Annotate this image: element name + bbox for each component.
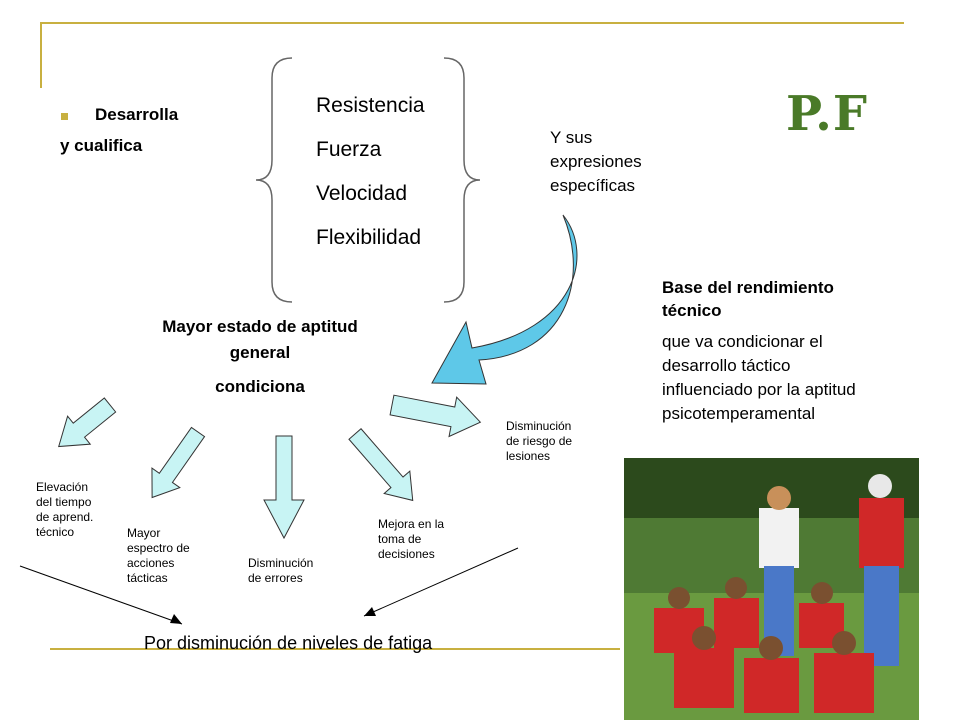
quality-item: Fuerza <box>316 138 382 161</box>
football-team-photo <box>624 458 919 720</box>
right-brace <box>443 57 481 303</box>
left-brace <box>255 57 293 303</box>
curved-arrow <box>431 214 578 385</box>
arrow-left-far <box>58 397 117 448</box>
top-rule <box>40 22 904 24</box>
bottom-rule <box>50 648 620 650</box>
quality-item: Velocidad <box>316 182 408 205</box>
arrow-left-near <box>151 426 206 499</box>
expressions-text: Y sus expresiones específicas <box>550 128 642 195</box>
page-title: P.F <box>786 86 868 142</box>
left-rule <box>40 22 42 88</box>
quality-item: Resistencia <box>316 94 425 117</box>
arrow-down <box>263 435 305 540</box>
thin-arrow-left <box>19 565 183 625</box>
right-block: Base del rendimiento técnico que va cond… <box>662 278 856 423</box>
qualities-list: Resistencia Fuerza Velocidad Flexibilida… <box>316 84 425 260</box>
thin-arrow-right <box>363 547 519 617</box>
bullet-icon <box>61 113 68 120</box>
left-line-2: y cualifica <box>60 136 143 155</box>
arrow-right-near <box>348 428 414 502</box>
arrow-right-far <box>389 394 482 438</box>
left-line-1: Desarrolla <box>95 105 179 124</box>
center-text: Mayor estado de aptitud general condicio… <box>162 317 358 396</box>
bottom-text: Por disminución de niveles de fatiga <box>144 633 433 653</box>
quality-item: Flexibilidad <box>316 226 422 249</box>
